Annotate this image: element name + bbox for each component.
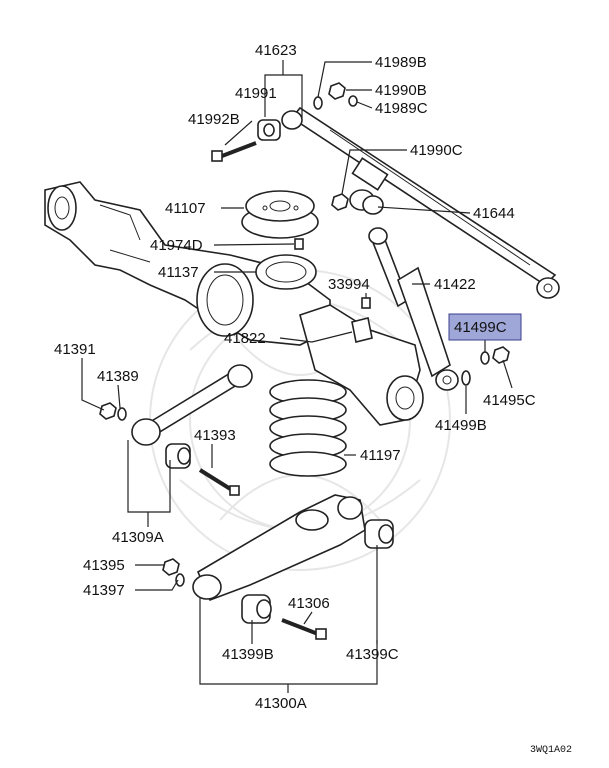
callout-41391[interactable]: 41391 xyxy=(54,341,96,358)
label-41137: 41137 xyxy=(158,264,199,281)
label-41397: 41397 xyxy=(83,582,125,599)
bump-stop-41107 xyxy=(241,190,319,239)
lower-control-arm-41300A xyxy=(192,494,366,602)
label-41395: 41395 xyxy=(83,557,125,574)
label-41990B: 41990B xyxy=(375,82,427,99)
figure-code: 3WQ1A02 xyxy=(530,745,572,756)
label-41197: 41197 xyxy=(360,447,401,464)
callout-41309A[interactable]: 41309A xyxy=(112,529,164,546)
label-41399C: 41399C xyxy=(346,646,399,663)
label-41990C: 41990C xyxy=(410,142,463,159)
label-41399B: 41399B xyxy=(222,646,274,663)
callout-41137[interactable]: 41137 xyxy=(158,264,199,281)
callout-41107[interactable]: 41107 xyxy=(165,200,206,217)
label-41623: 41623 xyxy=(255,42,297,59)
callout-41499B[interactable]: 41499B xyxy=(435,417,487,434)
label-41499C: 41499C xyxy=(454,319,507,336)
callout-41644[interactable]: 41644 xyxy=(473,205,515,222)
label-41393: 41393 xyxy=(194,427,236,444)
shock-absorber-41422 xyxy=(368,227,459,391)
callout-41495C[interactable]: 41495C xyxy=(483,392,536,409)
leader-lines xyxy=(81,60,513,693)
label-41309A: 41309A xyxy=(112,529,164,546)
label-41389: 41389 xyxy=(97,368,139,385)
bracket-41822 xyxy=(299,304,424,426)
hardware-41989-41990 xyxy=(313,82,358,110)
coil-spring-41197 xyxy=(269,379,347,477)
label-41495C: 41495C xyxy=(483,392,536,409)
bolt-41306 xyxy=(281,618,327,640)
callout-41393[interactable]: 41393 xyxy=(194,427,236,444)
label-41499B: 41499B xyxy=(435,417,487,434)
highlight-box xyxy=(448,313,522,341)
callout-41399B[interactable]: 41399B xyxy=(222,646,274,663)
bushing-41644 xyxy=(349,189,384,215)
callout-41395[interactable]: 41395 xyxy=(83,557,125,574)
label-41391: 41391 xyxy=(54,341,96,358)
callout-41974D[interactable]: 41974D xyxy=(150,237,203,254)
insulator-41137 xyxy=(255,254,317,290)
callout-41822[interactable]: 41822 xyxy=(224,330,266,347)
bushing-41399B xyxy=(241,594,272,624)
label-41644: 41644 xyxy=(473,205,515,222)
label-41974D: 41974D xyxy=(150,237,203,254)
callout-41306[interactable]: 41306 xyxy=(288,595,330,612)
nut-41391 xyxy=(99,402,127,421)
callout-41991[interactable]: 41991 xyxy=(235,85,277,102)
callout-41990B[interactable]: 41990B xyxy=(375,82,427,99)
label-41107: 41107 xyxy=(165,200,206,217)
callout-41623[interactable]: 41623 xyxy=(255,42,297,59)
label-41992B: 41992B xyxy=(188,111,240,128)
washers-41499 xyxy=(461,346,510,386)
callout-41197[interactable]: 41197 xyxy=(360,447,401,464)
bolt-33994 xyxy=(361,297,371,309)
callout-41989B[interactable]: 41989B xyxy=(375,54,427,71)
bolt-41393 xyxy=(198,468,240,496)
callout-41990C[interactable]: 41990C xyxy=(410,142,463,159)
callout-41389[interactable]: 41389 xyxy=(97,368,139,385)
nut-41990C xyxy=(331,193,349,211)
bolt-41974D xyxy=(294,238,304,250)
callout-41422[interactable]: 41422 xyxy=(434,276,476,293)
label-41306: 41306 xyxy=(288,595,330,612)
callout-41499C[interactable]: 41499C xyxy=(448,313,522,341)
bushing-41309A xyxy=(165,443,191,469)
label-41300A: 41300A xyxy=(255,695,307,712)
nut-41395 xyxy=(162,558,185,587)
callout-41992B[interactable]: 41992B xyxy=(188,111,240,128)
upper-control-arm xyxy=(281,106,560,299)
callout-41300A[interactable]: 41300A xyxy=(255,695,307,712)
label-41422: 41422 xyxy=(434,276,476,293)
lateral-rod-41309A xyxy=(131,364,253,446)
callout-41399C[interactable]: 41399C xyxy=(346,646,399,663)
bushing-41991 xyxy=(257,119,281,141)
label-33994: 33994 xyxy=(328,276,370,293)
axle-housing xyxy=(44,181,331,346)
label-41989C: 41989C xyxy=(375,100,428,117)
bushing-41399C xyxy=(364,519,394,549)
label-41991: 41991 xyxy=(235,85,277,102)
callout-41397[interactable]: 41397 xyxy=(83,582,125,599)
callout-41989C[interactable]: 41989C xyxy=(375,100,428,117)
callout-33994[interactable]: 33994 xyxy=(328,276,370,293)
label-41822: 41822 xyxy=(224,330,266,347)
bolt-41992B xyxy=(211,141,257,162)
label-41989B: 41989B xyxy=(375,54,427,71)
